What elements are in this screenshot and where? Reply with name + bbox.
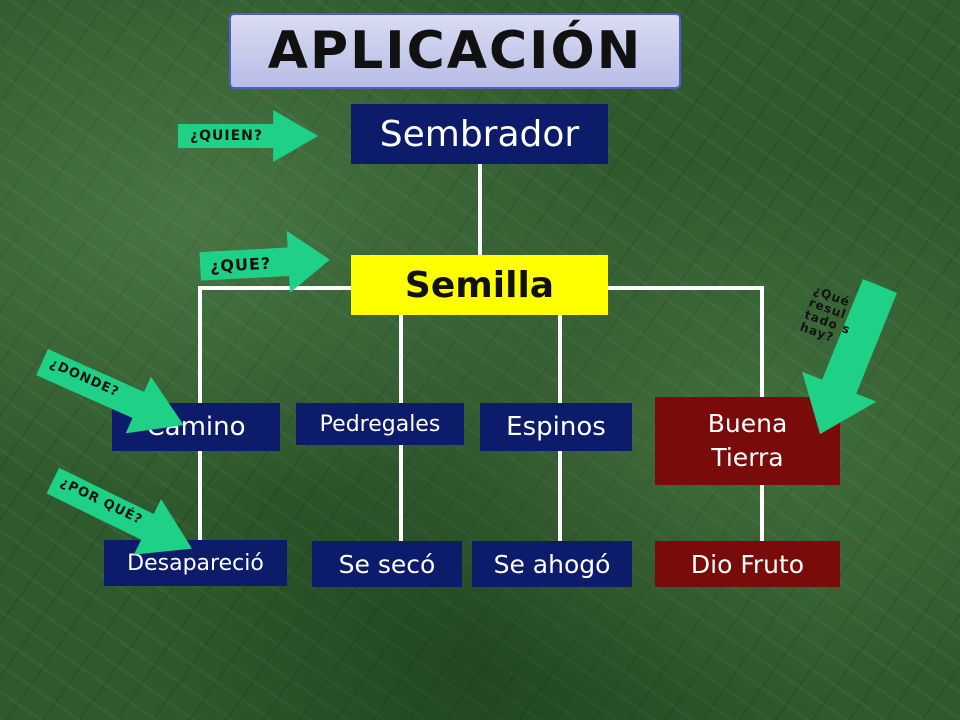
page-title: APLICACIÓN [229, 13, 681, 89]
node-dio-fruto: Dio Fruto [655, 541, 840, 587]
node-semilla: Semilla [351, 255, 608, 315]
node-espinos: Espinos [480, 403, 632, 451]
arrow-quien-label: ¿QUIEN? [190, 128, 264, 144]
semilla-camino-connector [198, 286, 351, 540]
node-se-seco: Se secó [312, 541, 462, 587]
arrow-quien: ¿QUIEN? [178, 110, 318, 162]
node-pedregales: Pedregales [296, 403, 464, 445]
node-desaparecio: Desapareció [104, 540, 287, 586]
node-sembrador: Sembrador [351, 104, 608, 164]
node-buena-tierra: Buena Tierra [655, 397, 840, 485]
node-se-ahogo: Se ahogó [472, 541, 632, 587]
arrow-que: ¿QUE? [198, 229, 331, 298]
arrow-que-label: ¿QUE? [209, 253, 272, 276]
